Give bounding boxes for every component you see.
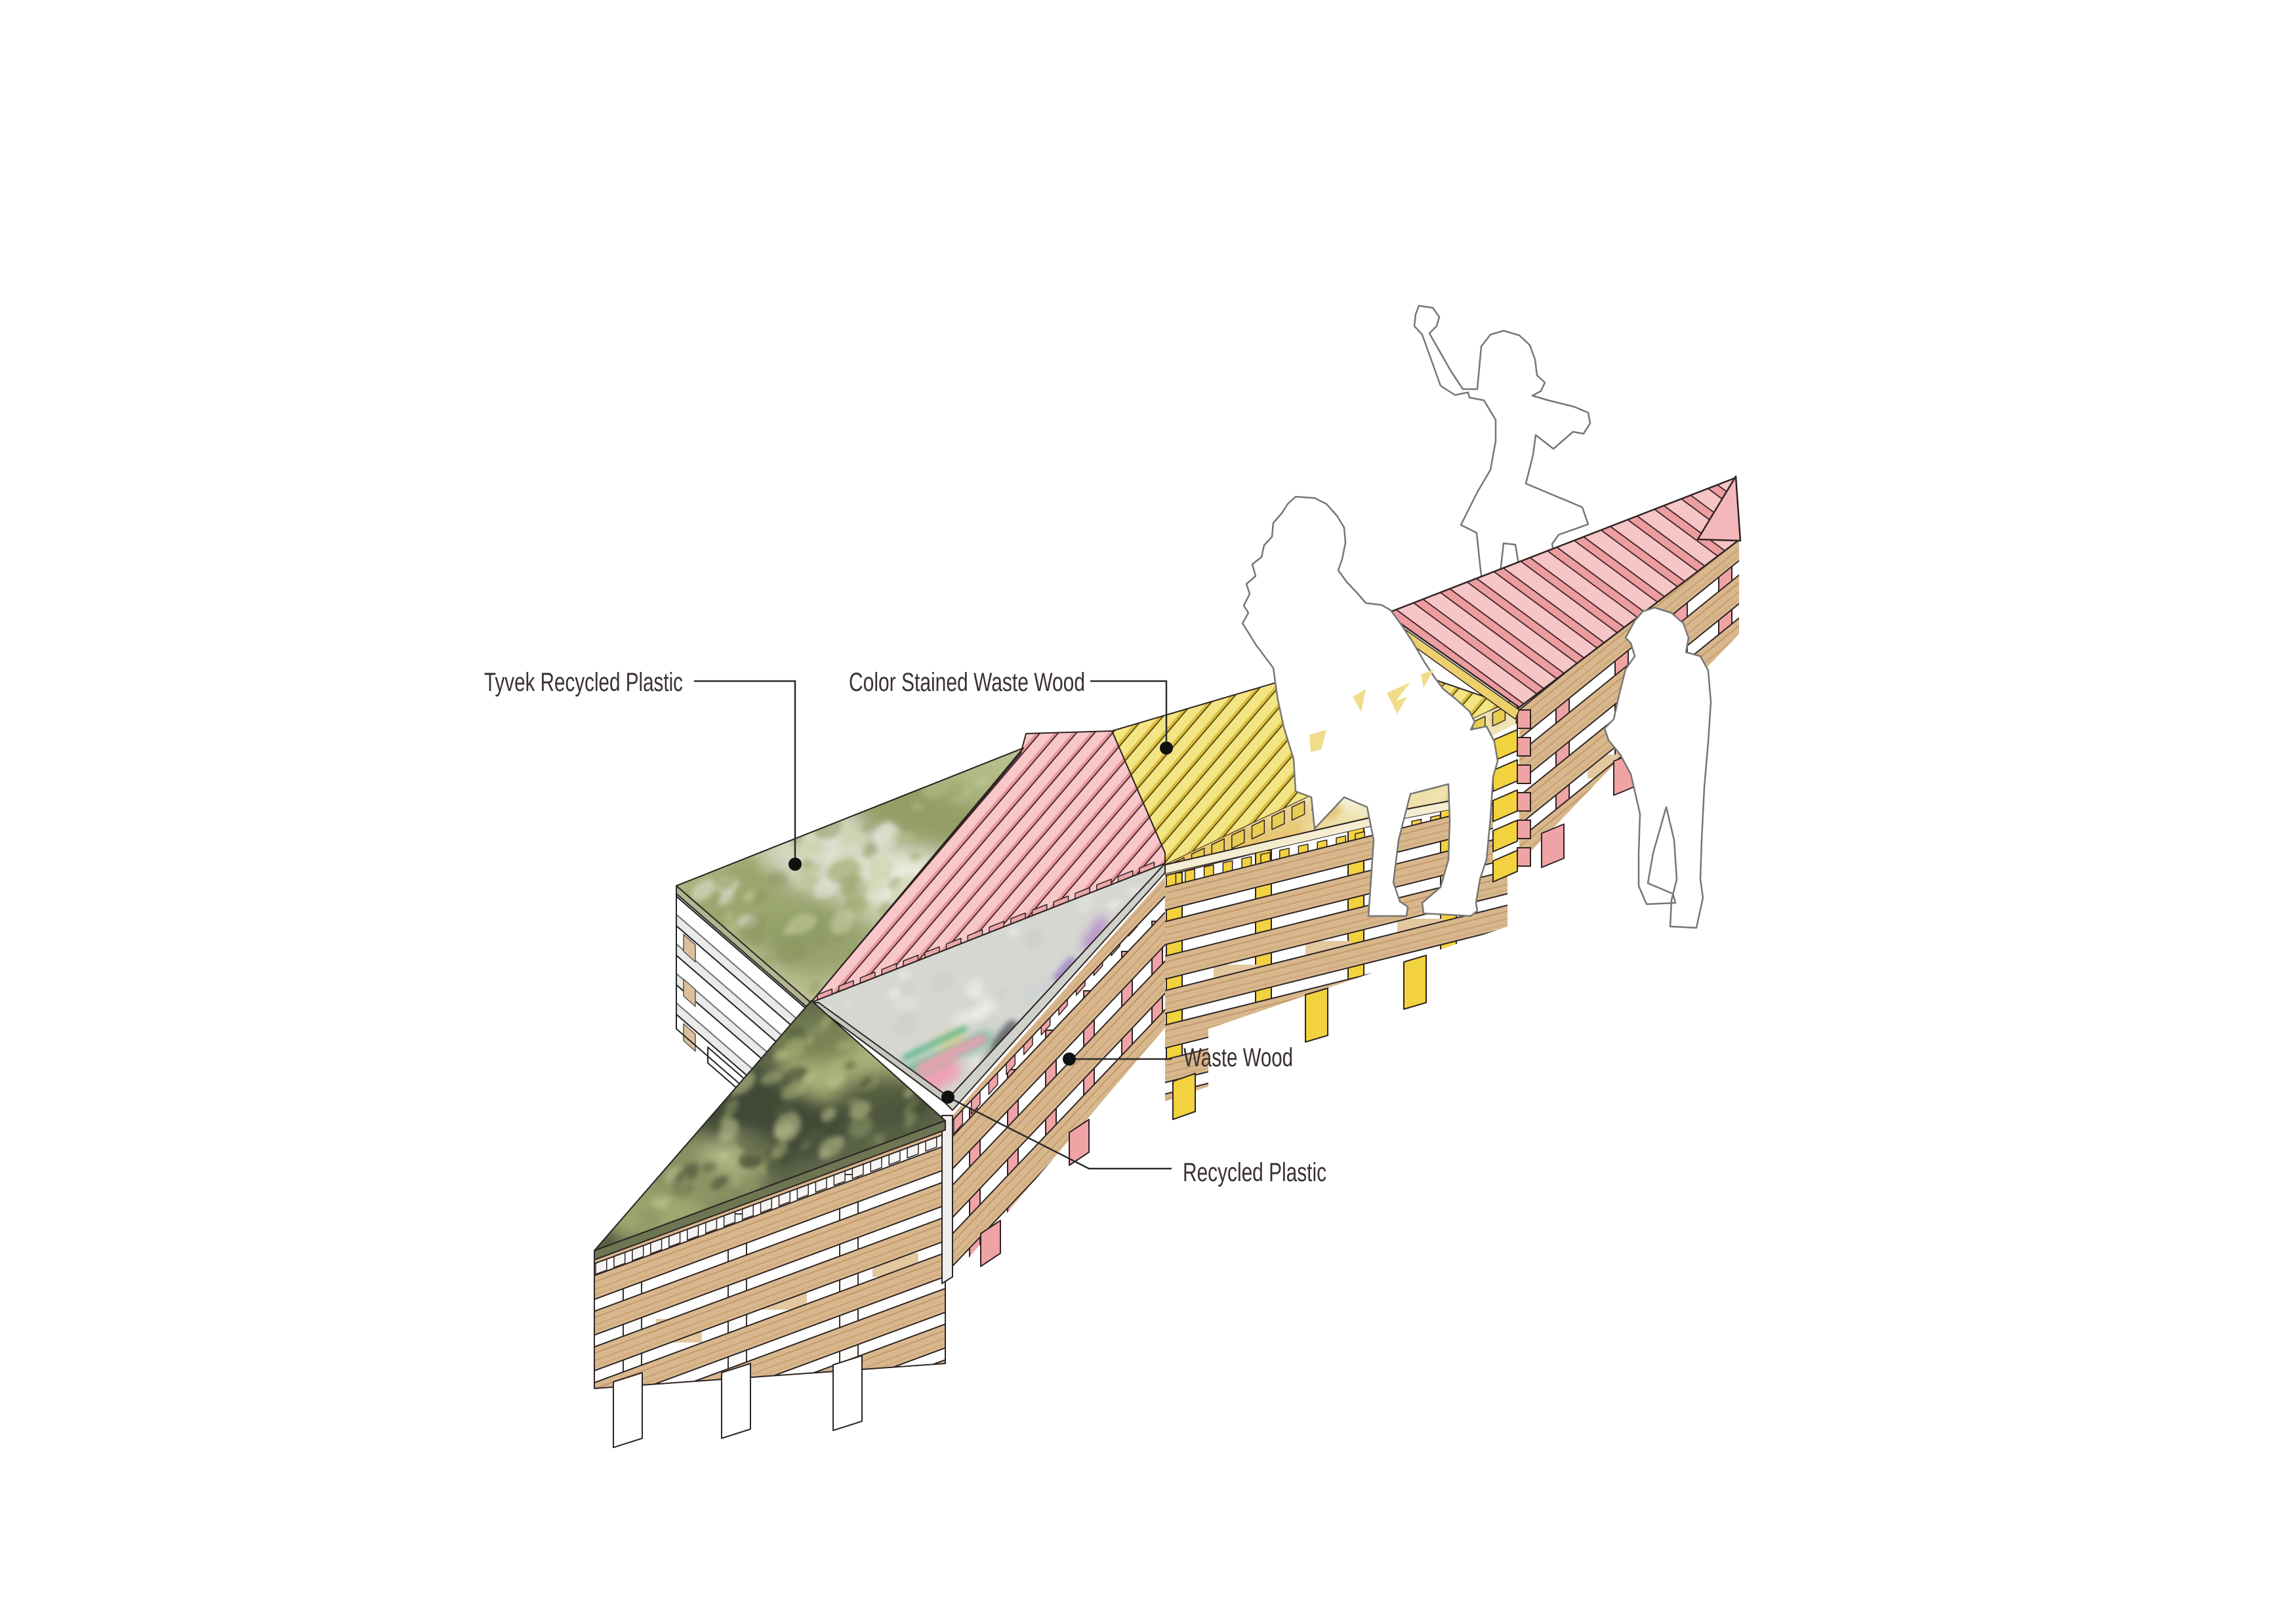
- svg-text:Recycled Plastic: Recycled Plastic: [1183, 1158, 1326, 1187]
- svg-text:Color Stained Waste Wood: Color Stained Waste Wood: [849, 668, 1085, 697]
- svg-text:Tyvek Recycled Plastic: Tyvek Recycled Plastic: [484, 668, 683, 697]
- svg-text:Waste Wood: Waste Wood: [1183, 1043, 1293, 1072]
